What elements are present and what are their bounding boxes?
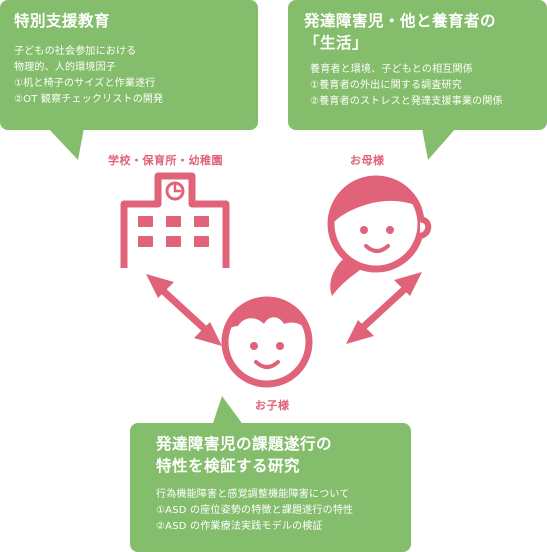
special-education-line-2: 物理的、人的環境因子 [14,62,116,73]
special-education-box: 特別支援教育 子どもの社会参加における 物理的、人的環境因子 ①机と椅子のサイズ… [0,0,258,130]
mother-label: お母様 [350,154,385,167]
school-label: 学校・保育所・幼稚園 [108,154,223,167]
caregiver-life-line-2: ①養育者の外出に関する調査研究 [310,80,462,91]
bottom-bubble-tail [212,396,244,426]
research-title-line-1: 発達障害児の課題遂行の [156,435,333,453]
top-right-bubble-tail [422,128,456,160]
research-title-line-2: 特性を検証する研究 [156,457,301,475]
caregiver-life-box: 発達障害児・他と養育者の 「生活」 養育者と環境、子どもとの相互関係 ①養育者の… [288,0,547,130]
research-line-3: ②ASD の作業療法実践モデルの検証 [156,521,323,532]
caregiver-life-title-line-2: 「生活」 [304,34,369,52]
school-icon [120,172,230,268]
research-line-2: ①ASD の座位姿勢の特徴と課題遂行の特性 [156,505,354,516]
research-line-1: 行為機能障害と感覚調整機能障害について [156,489,350,500]
child-label: お子様 [255,399,290,412]
top-left-bubble-tail [48,128,84,160]
mother-child-double-arrow [346,272,422,344]
child-face-icon [221,296,313,388]
special-education-line-3: ①机と椅子のサイズと作業遂行 [14,78,156,89]
special-education-title: 特別支援教育 [14,12,111,30]
school-child-double-arrow [146,274,222,346]
task-performance-research-box: 発達障害児の課題遂行の 特性を検証する研究 行為機能障害と感覚調整機能障害につい… [130,423,411,552]
mother-face-icon [327,175,432,296]
caregiver-life-line-3: ②養育者のストレスと発達支援事業の関係 [310,96,503,107]
special-education-line-4: ②OT 観察チェックリストの開発 [14,94,164,105]
caregiver-life-title-line-1: 発達障害児・他と養育者の [304,12,497,30]
special-education-line-1: 子どもの社会参加における [14,46,137,57]
caregiver-life-line-1: 養育者と環境、子どもとの相互関係 [310,64,473,75]
